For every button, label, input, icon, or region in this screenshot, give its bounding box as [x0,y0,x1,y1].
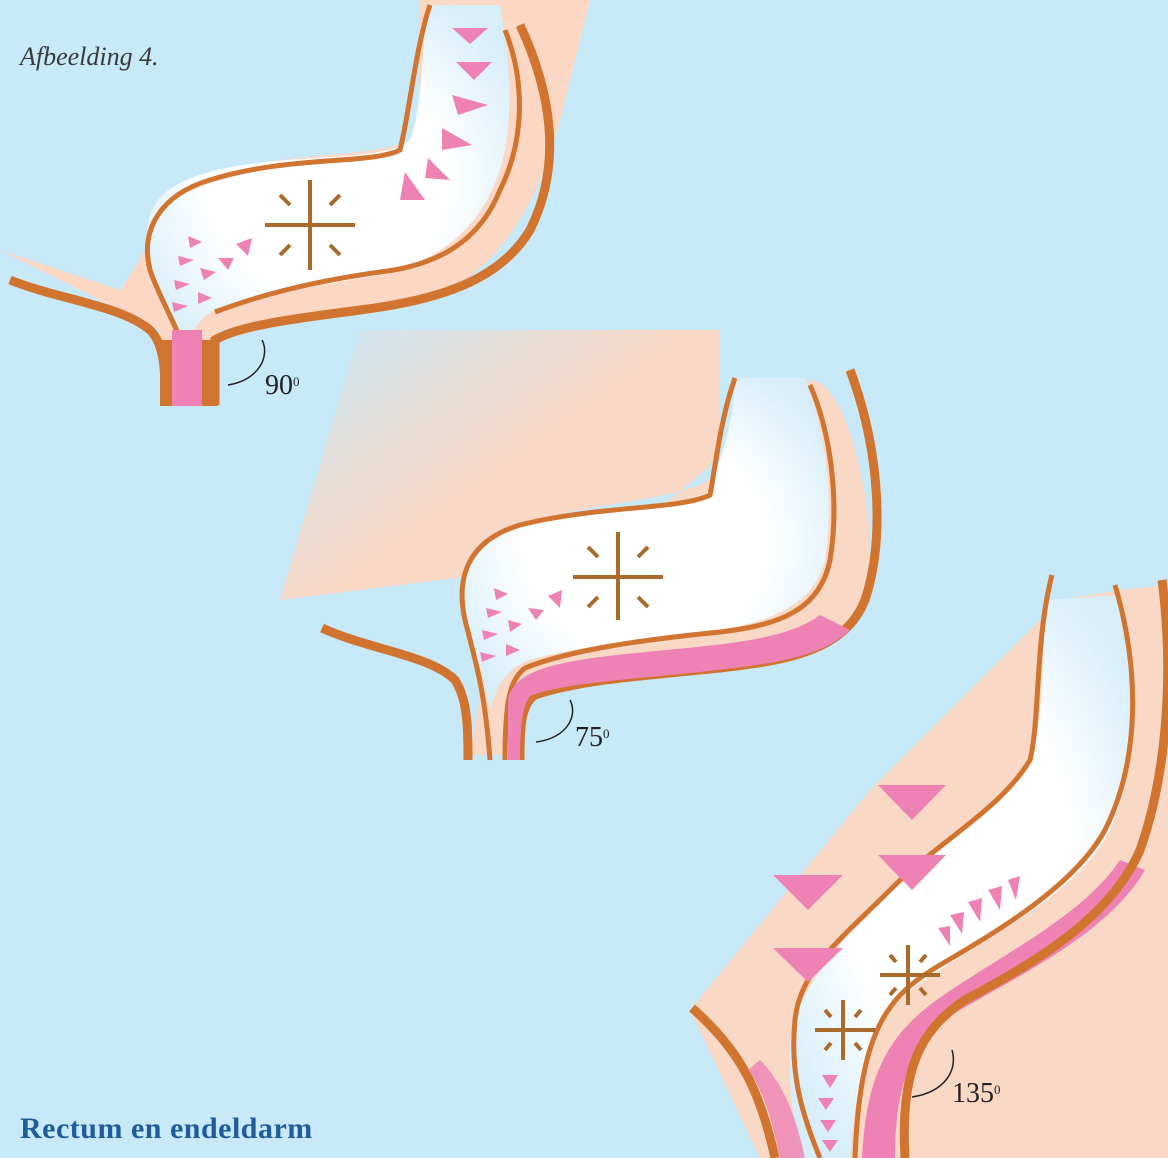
angle-label-135: 1350 [952,1078,1001,1110]
section-title: Rectum en endeldarm [20,1112,313,1146]
angle-value: 90 [265,370,293,401]
figure-caption: Afbeelding 4. [20,42,159,72]
anal-canal-pressure [172,330,202,406]
degree-mark: 0 [603,726,610,741]
angle-marker-90 [228,340,265,385]
degree-mark: 0 [293,374,300,389]
panel-75 [280,330,877,760]
angle-label-75: 750 [575,722,610,754]
angle-marker-75 [536,700,573,742]
degree-mark: 0 [994,1082,1001,1097]
angle-value: 135 [952,1078,994,1109]
pelvic-floor-line [322,628,468,760]
angle-label-90: 900 [265,370,300,402]
angle-value: 75 [575,722,603,753]
